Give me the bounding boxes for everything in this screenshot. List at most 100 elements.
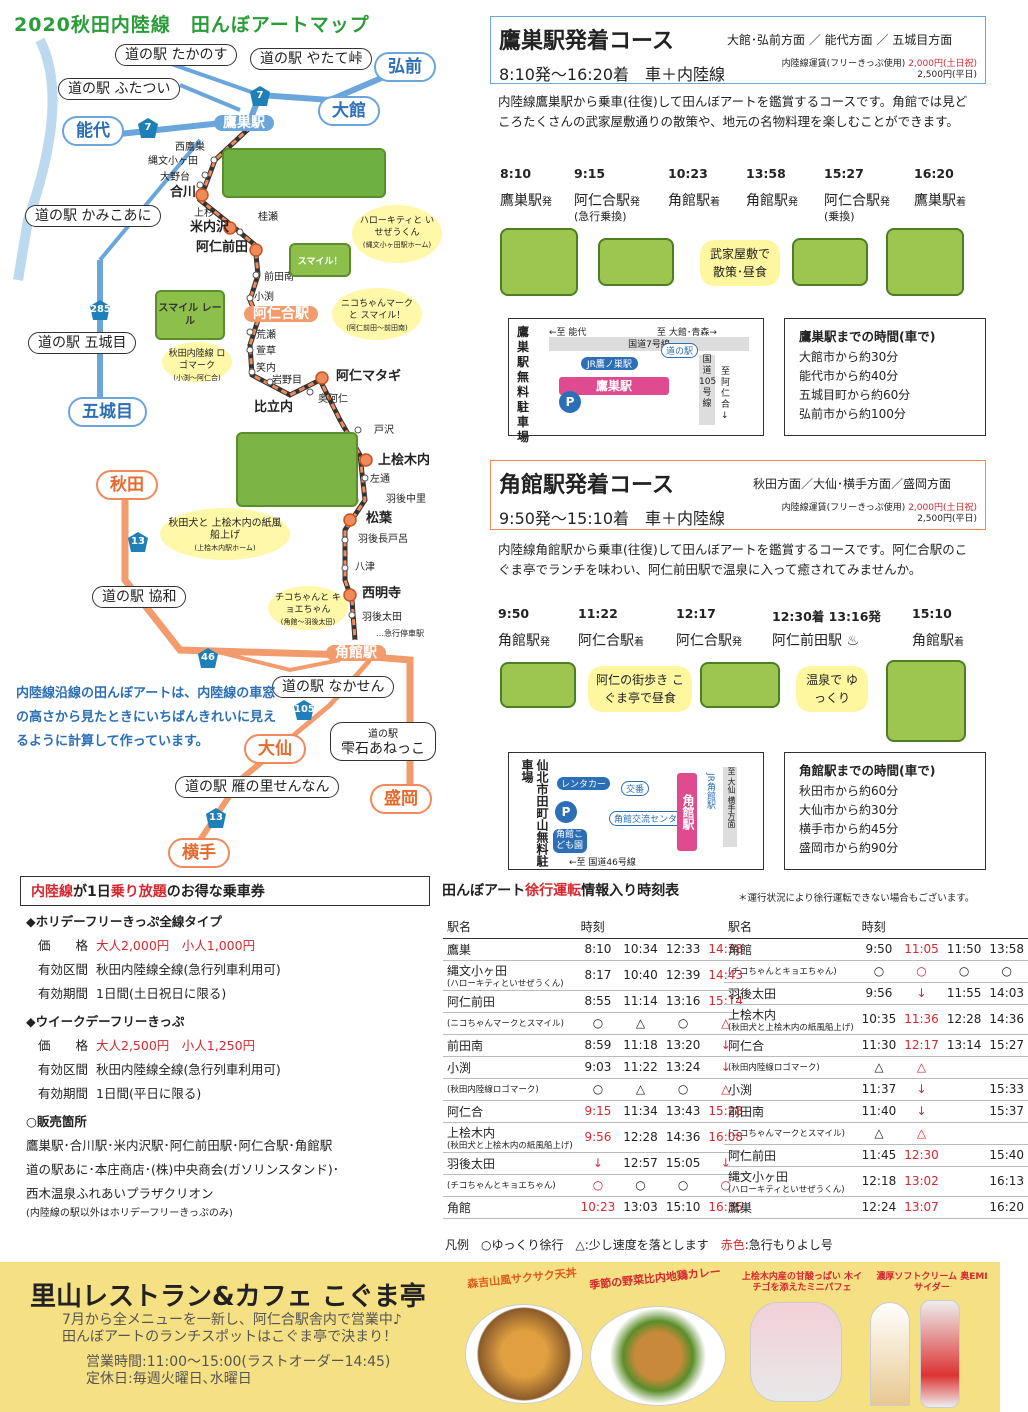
schedule-time-cell: 15:27	[985, 1034, 1028, 1057]
rice-art-chiko-thumb	[792, 238, 868, 286]
road-station-karinosato: 道の駅 雁の里せんなん	[175, 776, 340, 798]
course-stop-time: 15:27	[824, 166, 864, 181]
parking-map-label: 仙北市田町山無料駐車場	[520, 759, 549, 867]
schedule-station: (秋田内陸線ロゴマーク)	[724, 1056, 858, 1079]
drive-time: 秋田市から約60分	[799, 784, 899, 798]
schedule-time-cell: ○	[661, 1174, 705, 1197]
station-arase: 荒瀬	[256, 330, 276, 341]
pass-section: ◆ホリデーフリーきっぷ全線タイプ 価 格大人2,000円 小人1,000円 有効…	[26, 910, 436, 1222]
road-station-gojome: 道の駅 五城目	[28, 332, 137, 354]
schedule-time-cell	[942, 1056, 986, 1079]
rice-art-logo-image: スマイル レール	[155, 290, 225, 340]
schedule-station: 阿仁合	[443, 1100, 577, 1123]
kakunodate-parking-map: 仙北市田町山無料駐車場 レンタカー 交番 P 角館交流センター 角館こども園 角…	[508, 752, 764, 870]
schedule-time-cell: 9:15	[576, 1100, 620, 1123]
route-13-marker: 13	[206, 808, 226, 828]
schedule-time-cell: ○	[619, 1174, 662, 1197]
schedule-station: (秋田内陸線ロゴマーク)	[443, 1078, 577, 1101]
course-stop-station: 阿仁前田駅 ♨	[772, 633, 860, 649]
course-stop-station: 鷹巣駅着	[914, 193, 966, 209]
schedule-time-cell: 13:16	[661, 990, 705, 1013]
station-aniai: 阿仁合駅	[244, 306, 318, 322]
station-yonaizawa: 米内沢	[190, 220, 230, 235]
schedule-header-time: 時刻	[576, 916, 748, 939]
rice-art-dog-image	[236, 432, 358, 507]
station-kobuchi: 小渕	[254, 292, 274, 303]
parking-icon: P	[559, 391, 581, 413]
course-stop-station: 阿仁合駅発	[676, 633, 742, 649]
schedule-station: 縄文小ヶ田(ハローキティといせぜうくん)	[724, 1166, 858, 1197]
station-ugoota: 羽後太田	[362, 612, 402, 623]
takanosu-station-marker: 鷹巣駅	[559, 377, 669, 395]
schedule-time-cell: 14:36	[985, 1004, 1028, 1035]
course-stop-time: 13:58	[746, 166, 786, 181]
city-hirosaki: 弘前	[374, 52, 436, 82]
station-animaeda: 阿仁前田	[196, 240, 249, 255]
holiday-pass-price: 価 格大人2,000円 小人1,000円	[38, 938, 256, 953]
to-odate: 至 大館･青森→	[657, 328, 717, 338]
course-stop-station: 角館駅着	[912, 633, 964, 649]
schedule-time-cell: 10:40	[619, 960, 662, 991]
restaurant-title: 里山レストラン&カフェ こぐま亭	[30, 1282, 426, 1312]
course-title: 鷹巣駅発着コース	[499, 29, 674, 54]
schedule-time-cell: 13:14	[942, 1034, 986, 1057]
schedule-station: 縄文小ヶ田(ハローキティといせぜうくん)	[443, 960, 577, 991]
route-285-marker: 285	[90, 300, 110, 320]
express-stop-legend: …急行停車駅	[376, 629, 424, 638]
schedule-time-cell: 8:10	[576, 938, 620, 961]
course-stop-station: 阿仁合駅発	[824, 193, 890, 209]
schedule-station: (チコちゃんとキョエちゃん)	[443, 1174, 577, 1197]
holiday-pass-name: ◆ホリデーフリーきっぷ全線タイプ	[26, 914, 222, 929]
schedule-time-cell: 9:56	[857, 982, 901, 1005]
schedule-time-cell: 13:03	[619, 1196, 662, 1219]
station-animatagi: 阿仁マタギ	[336, 369, 402, 384]
course-stop-time: 16:20	[914, 166, 954, 181]
bubble-chiko: チコちゃんと キョエちゃん(角館〜羽後太田)	[268, 586, 348, 630]
schedule-time-cell: 8:55	[576, 990, 620, 1013]
schedule-time-cell: ○	[900, 960, 943, 983]
food-parfait-label: 上桧木内産の甘酸っぱい 木イチゴを添えたミニパフェ	[741, 1272, 863, 1293]
schedule-time-cell: 13:02	[900, 1166, 943, 1197]
map-title: 2020秋田内陸線 田んぼアートマップ	[14, 14, 370, 36]
schedule-station: 上桧木内(秋田犬と上桧木内の紙風船上げ)	[443, 1122, 577, 1153]
schedule-time-cell: ○	[661, 1078, 705, 1101]
station-keise: 桂瀬	[258, 212, 278, 223]
station-okuani: 奥阿仁	[318, 394, 348, 405]
schedule-time-cell: 12:18	[857, 1166, 901, 1197]
schedule-time-cell: 15:10	[661, 1196, 705, 1219]
schedule-time-cell: 12:28	[619, 1122, 662, 1153]
sales-location: 西木温泉ふれあいプラザクリオン	[26, 1186, 214, 1201]
schedule-time-cell: △	[619, 1078, 662, 1101]
drive-time: 弘前市から約100分	[799, 407, 906, 421]
schedule-time-cell: 13:43	[661, 1100, 705, 1123]
station-ugonagatoro: 羽後長戸呂	[358, 534, 408, 545]
drive-time: 大館市から約30分	[799, 350, 899, 364]
schedule-time-cell: 9:56	[576, 1122, 620, 1153]
schedule-time-cell	[985, 1056, 1028, 1079]
schedule-time-cell: ○	[576, 1012, 620, 1035]
parking-map-label: 鷹巣駅無料駐車場	[517, 325, 530, 444]
weekday-pass-price: 価 格大人2,500円 小人1,250円	[38, 1038, 256, 1053]
rice-art-smile-image: スマイル！	[289, 243, 351, 277]
course-kakunodate-desc: 内陸線角館駅から乗車(往復)して田んぼアートを鑑賞するコースです。阿仁合駅のこぐ…	[498, 542, 968, 577]
road-7: 国道7号線	[549, 337, 749, 351]
course-fare: 内陸線運賃(フリーきっぷ使用) 2,000円(土日祝)2,500円(平日)	[781, 59, 977, 80]
schedule-time-cell: △	[900, 1056, 943, 1079]
schedule-time-cell: 9:50	[857, 938, 901, 961]
schedule-time-cell: 8:59	[576, 1034, 620, 1057]
course-stop-station: 鷹巣駅発	[500, 193, 552, 209]
schedule-station: 前田南	[443, 1034, 577, 1057]
route-7-marker: 7	[250, 86, 270, 106]
rice-art-kitty-thumb	[500, 228, 578, 296]
schedule-header-station: 駅名	[443, 916, 577, 939]
sales-note: (内陸線の駅以外はホリデーフリーきっぷのみ)	[26, 1208, 233, 1219]
schedule-time-cell: 11:40	[857, 1100, 901, 1123]
schedule-time-cell: ○	[661, 1012, 705, 1035]
